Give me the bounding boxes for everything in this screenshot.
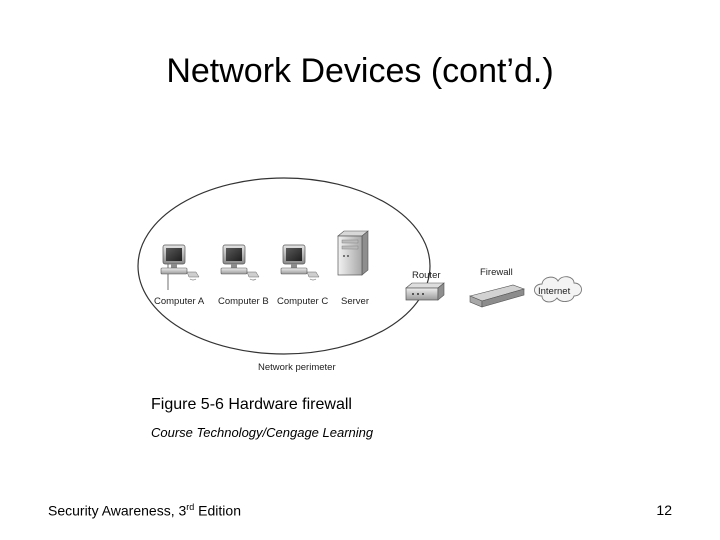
server-icon: [337, 230, 369, 276]
internet-cloud-icon: [534, 276, 582, 303]
computer-c-icon: [280, 244, 320, 281]
network-perimeter-ellipse: [137, 177, 431, 355]
figure-credit: Course Technology/Cengage Learning: [151, 425, 374, 440]
computer-b-icon: [220, 244, 260, 281]
internet-label: Internet: [538, 286, 571, 297]
computer-a-icon: [160, 244, 200, 281]
page-number: 12: [656, 502, 672, 518]
footer-title-text: Security Awareness, 3: [48, 502, 187, 519]
figure-caption: Figure 5-6 Hardware firewall: [151, 396, 352, 413]
computer-c-label: Computer C: [277, 296, 328, 307]
footer-title-edition: Edition: [194, 502, 241, 519]
firewall-label: Firewall: [480, 267, 513, 278]
hardware-firewall-diagram: Computer A Computer B Computer C Server …: [137, 177, 582, 373]
network-perimeter-label: Network perimeter: [258, 362, 336, 373]
footer-book-title: Security Awareness, 3rd Edition: [48, 502, 241, 519]
footer-title-superscript: rd: [186, 502, 195, 512]
computer-b-label: Computer B: [218, 296, 269, 307]
slide-title: Network Devices (cont’d.): [166, 52, 554, 90]
router-label: Router: [412, 270, 441, 281]
server-label: Server: [341, 296, 369, 307]
firewall-icon: [469, 284, 525, 308]
computer-a-label: Computer A: [154, 296, 205, 307]
router-icon: [405, 282, 445, 301]
